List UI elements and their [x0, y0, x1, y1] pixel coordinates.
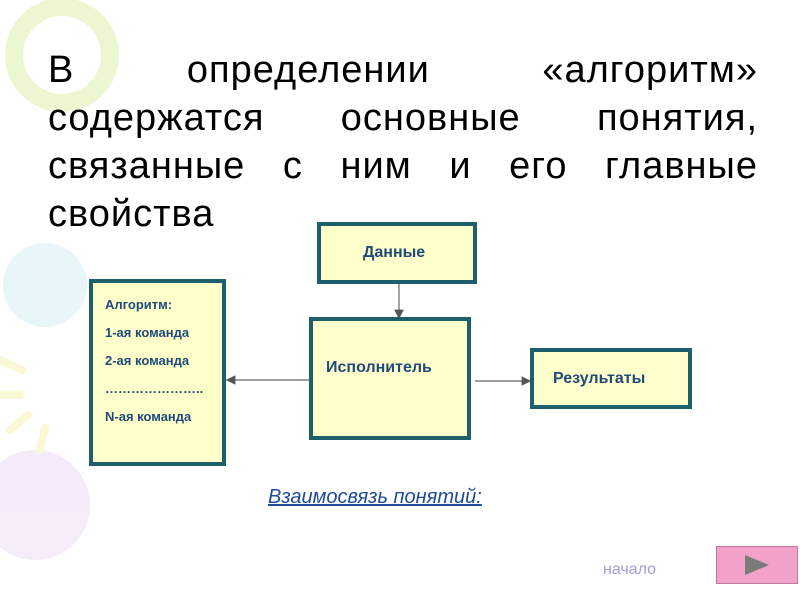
algorithm-heading: Алгоритм:	[105, 297, 173, 312]
play-triangle-icon	[745, 555, 769, 575]
next-slide-button[interactable]	[716, 546, 798, 584]
algorithm-command-list: Алгоритм: 1-ая команда 2-ая команда ……………	[105, 297, 203, 437]
executor-box: Исполнитель	[309, 317, 471, 440]
blue-balloon-decoration	[3, 243, 87, 327]
executor-box-label: Исполнитель	[326, 359, 432, 376]
page-title: В определении «алгоритм» содержатся осно…	[48, 49, 758, 235]
green-balloon-decoration	[5, 0, 119, 112]
caption-link[interactable]: Взаимосвязь понятий:	[268, 486, 482, 508]
sun-rays-decoration	[0, 356, 49, 454]
algorithm-command-1: 1-ая команда	[105, 325, 190, 340]
start-link[interactable]: начало	[603, 561, 657, 578]
results-box: Результаты	[530, 348, 692, 409]
algorithm-command-2: 2-ая команда	[105, 353, 190, 368]
data-box: Данные	[317, 222, 477, 284]
results-box-label: Результаты	[553, 370, 646, 387]
data-box-label: Данные	[363, 244, 426, 261]
purple-balloon-decoration	[0, 450, 90, 560]
algorithm-command-n: N-ая команда	[105, 409, 192, 424]
algorithm-ellipsis: …………………..	[105, 381, 204, 396]
algorithm-box: Алгоритм: 1-ая команда 2-ая команда ……………	[89, 279, 226, 466]
